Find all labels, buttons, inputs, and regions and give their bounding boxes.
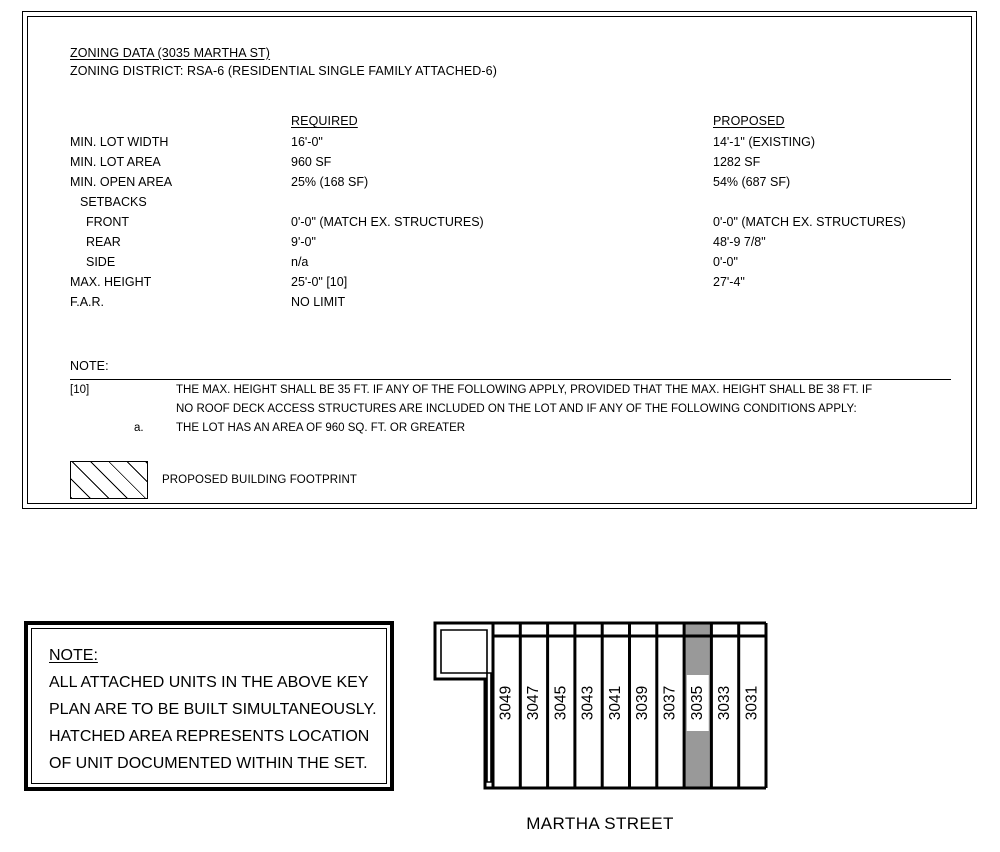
zoning-row-proposed-value: 0'-0" (MATCH EX. STRUCTURES) — [713, 215, 906, 229]
hatch-pattern-swatch — [70, 461, 148, 499]
zoning-row-proposed-value: 54% (687 SF) — [713, 175, 791, 189]
key-plan-diagram: 3049 3047 3045 3043 3041 3039 3037 3035 3033 3031… — [430, 617, 770, 852]
unit-number-label: 3041 — [607, 686, 624, 720]
note-subitem-tag: a. — [134, 422, 144, 434]
zoning-row-required-value: n/a — [291, 255, 309, 269]
keynote-line-4: OF UNIT DOCUMENTED WITHIN THE SET. — [49, 755, 368, 772]
zoning-row: SETBACKS — [28, 195, 971, 215]
note-divider-rule — [70, 379, 951, 380]
zoning-data-content: ZONING DATA (3035 MARTHA ST) ZONING DIST… — [28, 17, 971, 503]
zoning-row-label: F.A.R. — [70, 295, 105, 309]
zoning-row: SIDE n/a 0'-0" — [28, 255, 971, 275]
zoning-row-required-value: 9'-0" — [291, 235, 316, 249]
note-text-line-1: THE MAX. HEIGHT SHALL BE 35 FT. IF ANY O… — [176, 384, 873, 396]
zoning-row-label: SIDE — [86, 255, 116, 269]
zoning-row-label: SETBACKS — [80, 195, 147, 209]
key-plan-note-box: NOTE: ALL ATTACHED UNITS IN THE ABOVE KE… — [24, 621, 394, 791]
unit-number-label: 3049 — [498, 686, 515, 720]
column-header-proposed: PROPOSED — [713, 114, 785, 128]
note-text-line-2: NO ROOF DECK ACCESS STRUCTURES ARE INCLU… — [176, 403, 857, 415]
zoning-row-label: MIN. LOT AREA — [70, 155, 161, 169]
zoning-row-required-value: 0'-0" (MATCH EX. STRUCTURES) — [291, 215, 484, 229]
keynote-line-3: HATCHED AREA REPRESENTS LOCATION — [49, 728, 370, 745]
zoning-row-required-value: 25% (168 SF) — [291, 175, 369, 189]
zoning-data-title: ZONING DATA (3035 MARTHA ST) — [70, 46, 271, 60]
zoning-row: F.A.R. NO LIMIT — [28, 295, 971, 315]
zoning-row: FRONT 0'-0" (MATCH EX. STRUCTURES) 0'-0" (… — [28, 215, 971, 235]
unit-number-label: 3037 — [662, 686, 679, 720]
zoning-row-required-value: 25'-0" [10] — [291, 275, 348, 289]
keynote-line-1: ALL ATTACHED UNITS IN THE ABOVE KEY — [49, 674, 369, 691]
rear-yard-inner-outline — [440, 629, 492, 783]
zoning-data-panel: ZONING DATA (3035 MARTHA ST) ZONING DIST… — [22, 11, 977, 509]
zoning-row-proposed-value: 1282 SF — [713, 155, 761, 169]
zoning-row-label: MAX. HEIGHT — [70, 275, 152, 289]
key-plan-svg: 3049 3047 3045 3043 3041 3039 3037 3035 3033 3031 — [433, 621, 768, 790]
zoning-row-required-value: 16'-0" — [291, 135, 323, 149]
zoning-row-proposed-value: 0'-0" — [713, 255, 738, 269]
zoning-row-label: REAR — [86, 235, 121, 249]
zoning-row-label: FRONT — [86, 215, 130, 229]
zoning-row: MIN. LOT WIDTH 16'-0" 14'-1" (EXISTING) — [28, 135, 971, 155]
zoning-row: MAX. HEIGHT 25'-0" [10] 27'-4" — [28, 275, 971, 295]
street-name-label: MARTHA STREET — [526, 814, 674, 833]
zoning-row-label: MIN. LOT WIDTH — [70, 135, 169, 149]
note-text-line-3: THE LOT HAS AN AREA OF 960 SQ. FT. OR GR… — [176, 422, 466, 434]
column-header-required: REQUIRED — [291, 114, 358, 128]
zoning-row-label: MIN. OPEN AREA — [70, 175, 173, 189]
zoning-data-panel-inner-border: ZONING DATA (3035 MARTHA ST) ZONING DIST… — [27, 16, 972, 504]
rear-yard-outline — [433, 621, 495, 790]
unit-number-label: 3035 — [689, 686, 706, 720]
hatch-legend-label: PROPOSED BUILDING FOOTPRINT — [162, 474, 358, 486]
zoning-row-proposed-value: 48'-9 7/8" — [713, 235, 766, 249]
keynote-line-2: PLAN ARE TO BE BUILT SIMULTANEOUSLY. — [49, 701, 377, 718]
unit-number-label: 3033 — [716, 686, 733, 720]
zoning-row: REAR 9'-0" 48'-9 7/8" — [28, 235, 971, 255]
note-reference-tag: [10] — [70, 384, 90, 396]
zoning-row-proposed-value: 14'-1" (EXISTING) — [713, 135, 815, 149]
unit-number-label: 3039 — [634, 686, 651, 720]
unit-number-label: 3045 — [552, 686, 569, 720]
zoning-row-required-value: 960 SF — [291, 155, 332, 169]
zoning-district-line: ZONING DISTRICT: RSA-6 (RESIDENTIAL SING… — [70, 64, 497, 78]
note-heading: NOTE: — [70, 359, 109, 373]
zoning-row: MIN. OPEN AREA 25% (168 SF) 54% (687 SF) — [28, 175, 971, 195]
zoning-row: MIN. LOT AREA 960 SF 1282 SF — [28, 155, 971, 175]
keynote-heading: NOTE: — [49, 647, 98, 664]
zoning-row-proposed-value: 27'-4" — [713, 275, 745, 289]
unit-number-label: 3043 — [580, 686, 597, 720]
key-plan-note-inner-border: NOTE: ALL ATTACHED UNITS IN THE ABOVE KE… — [31, 628, 387, 784]
unit-label-backing — [686, 675, 709, 731]
unit-number-label: 3031 — [743, 686, 760, 720]
unit-number-label: 3047 — [525, 686, 542, 720]
zoning-row-required-value: NO LIMIT — [291, 295, 346, 309]
